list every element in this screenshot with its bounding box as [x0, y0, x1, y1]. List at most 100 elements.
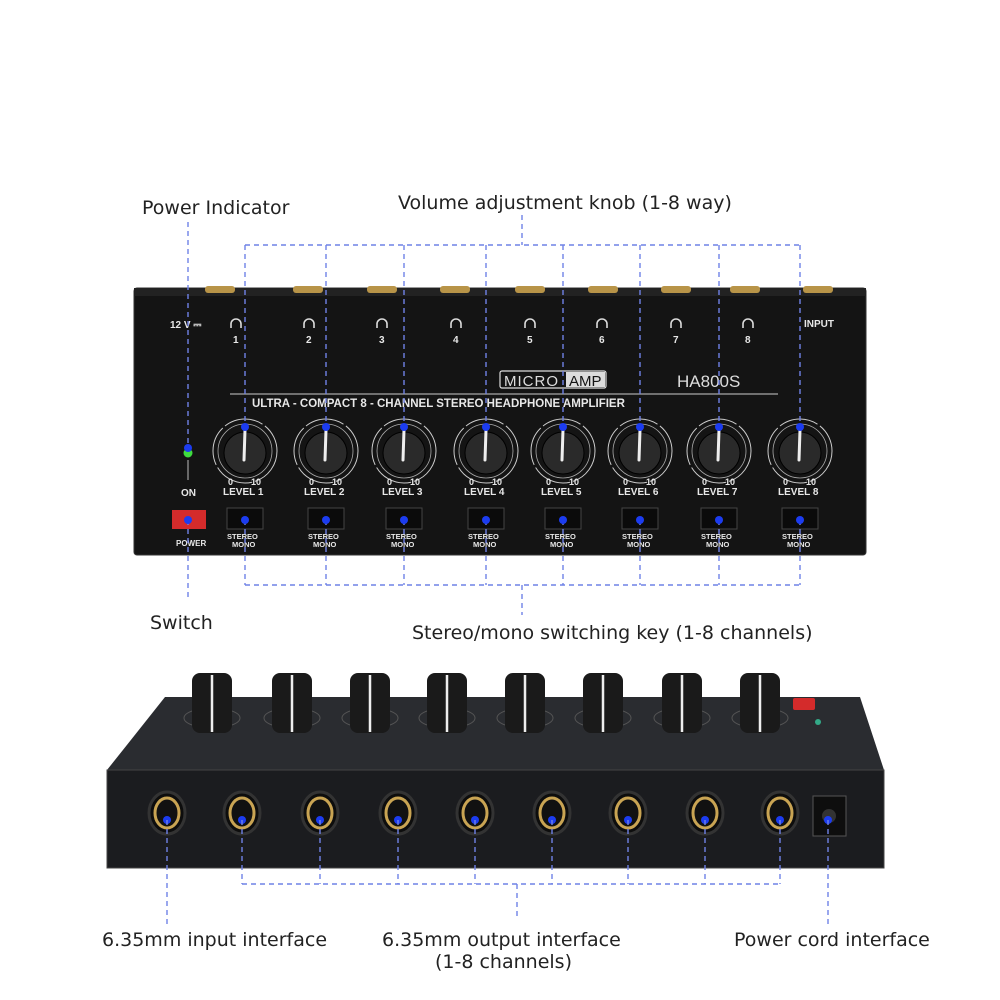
top-jack [803, 286, 833, 293]
headphone-icon [303, 318, 315, 328]
mono-label: MONO [550, 540, 573, 549]
top-jack [367, 286, 397, 293]
marker-dot [636, 516, 644, 524]
marker-dot [559, 516, 567, 524]
marker-dot [715, 423, 723, 431]
channel-number: 7 [673, 335, 679, 346]
channel-number: 6 [599, 335, 605, 346]
stereo-label: STEREO [545, 532, 576, 541]
mono-label: MONO [627, 540, 650, 549]
knob-pointer [323, 428, 328, 462]
marker-dot [241, 516, 249, 524]
power-label: POWER [176, 539, 206, 548]
mono-label: MONO [473, 540, 496, 549]
power-switch-front[interactable] [793, 698, 815, 710]
volume-knob-label: Volume adjustment knob (1-8 way) [398, 192, 732, 214]
headphone-icon [230, 318, 242, 328]
level-label: LEVEL 1 [223, 487, 264, 498]
marker-dot [400, 423, 408, 431]
knob-pointer [797, 428, 802, 462]
output-interface-sublabel: (1-8 channels) [435, 951, 572, 973]
input-label: INPUT [804, 319, 834, 330]
channel-number: 2 [306, 335, 312, 346]
output-jack [228, 796, 256, 830]
knob-pointer [560, 428, 565, 462]
marker-dot [482, 423, 490, 431]
scale-min: 0 [623, 477, 628, 487]
output-jack [538, 796, 566, 830]
channel-number: 5 [527, 335, 533, 346]
scale-max: 10 [806, 477, 816, 487]
stereo-label: STEREO [468, 532, 499, 541]
knob-pointer [242, 428, 247, 462]
marker-dot [184, 444, 192, 452]
stereo-label: STEREO [622, 532, 653, 541]
level-label: LEVEL 2 [304, 487, 345, 498]
stereo-label: STEREO [701, 532, 732, 541]
scale-max: 10 [725, 477, 735, 487]
knob-pointer [401, 428, 406, 462]
dc-power-jack [812, 795, 847, 837]
headphone-icon [376, 318, 388, 328]
marker-dot [322, 423, 330, 431]
top-jack [205, 286, 235, 293]
scale-min: 0 [469, 477, 474, 487]
headphone-icon [742, 318, 754, 328]
switch-label: Switch [150, 612, 213, 634]
level-label: LEVEL 4 [464, 487, 505, 498]
knob-pointer [716, 428, 721, 462]
stereo-label: STEREO [386, 532, 417, 541]
output-jack [384, 796, 412, 830]
level-label: LEVEL 6 [618, 487, 659, 498]
output-jack [691, 796, 719, 830]
marker-dot [241, 423, 249, 431]
top-jack [440, 286, 470, 293]
output-jack [766, 796, 794, 830]
output-interface-label: 6.35mm output interface [382, 929, 621, 951]
mono-label: MONO [706, 540, 729, 549]
annotation-lines [163, 215, 832, 925]
scale-max: 10 [410, 477, 420, 487]
brand-micro: MICRO [504, 373, 559, 390]
output-jack [614, 796, 642, 830]
scale-max: 10 [332, 477, 342, 487]
input-jack [153, 796, 181, 830]
marker-dot [559, 423, 567, 431]
knob-pointer [483, 428, 488, 462]
stereo-label: STEREO [227, 532, 258, 541]
level-label: LEVEL 5 [541, 487, 582, 498]
amplifier-front-view [106, 673, 885, 869]
stereo-label: STEREO [308, 532, 339, 541]
marker-dot [482, 516, 490, 524]
mono-label: MONO [313, 540, 336, 549]
headphone-icon [450, 318, 462, 328]
output-jack [306, 796, 334, 830]
level-label: LEVEL 8 [778, 487, 819, 498]
level-label: LEVEL 3 [382, 487, 423, 498]
mono-label: MONO [391, 540, 414, 549]
channel-number: 1 [233, 335, 239, 346]
marker-dot [322, 516, 330, 524]
model-label: HA800S [677, 372, 740, 391]
on-label: ON [181, 488, 196, 499]
scale-min: 0 [309, 477, 314, 487]
scale-min: 0 [702, 477, 707, 487]
mono-label: MONO [787, 540, 810, 549]
channel-number: 3 [379, 335, 385, 346]
marker-dot [400, 516, 408, 524]
knob-pointer [637, 428, 642, 462]
stereo-mono-key-label: Stereo/mono switching key (1-8 channels) [412, 622, 813, 644]
channel-number: 4 [453, 335, 459, 346]
top-jack [293, 286, 323, 293]
headphone-icon [670, 318, 682, 328]
marker-dot [796, 516, 804, 524]
input-interface-label: 6.35mm input interface [102, 929, 327, 951]
scale-max: 10 [646, 477, 656, 487]
marker-dot [796, 423, 804, 431]
scale-min: 0 [546, 477, 551, 487]
output-jack [461, 796, 489, 830]
scale-max: 10 [251, 477, 261, 487]
power-indicator-label: Power Indicator [142, 197, 290, 219]
marker-dot [184, 516, 192, 524]
